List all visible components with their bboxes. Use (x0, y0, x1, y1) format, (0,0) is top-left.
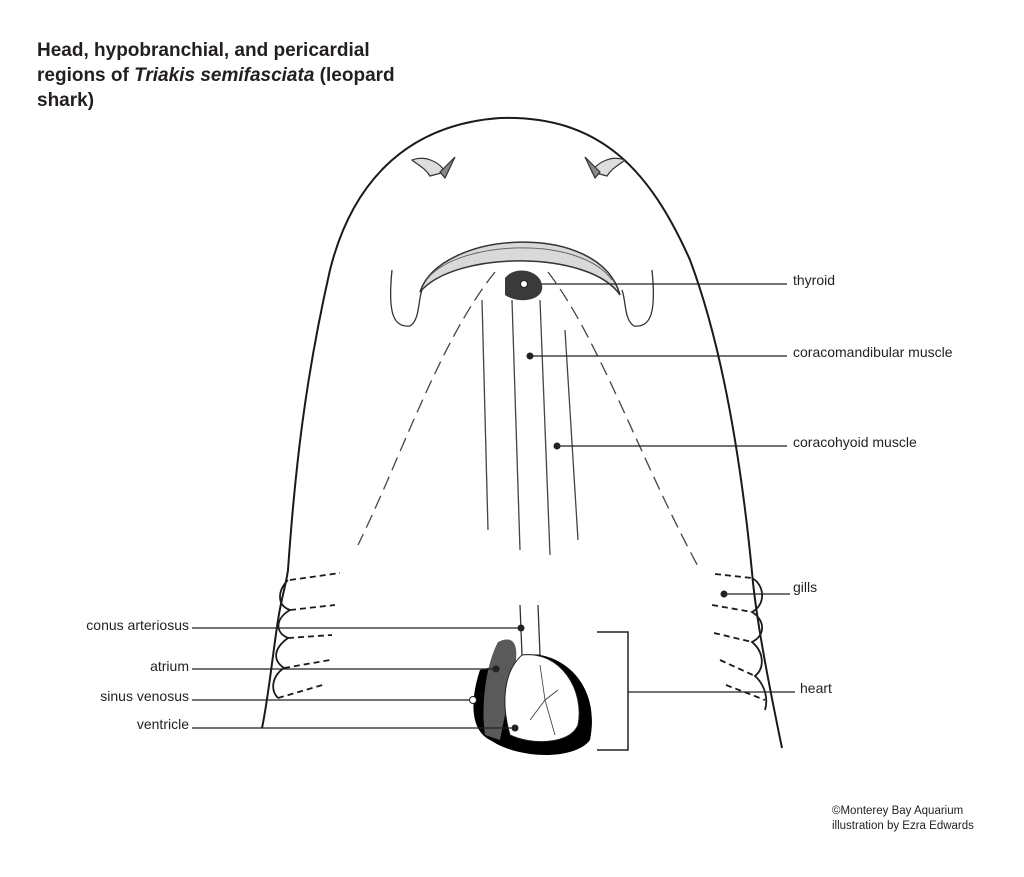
label-coracomandibular: coracomandibular muscle (793, 344, 953, 360)
illustrator: illustration by Ezra Edwards (832, 820, 974, 832)
label-thyroid: thyroid (793, 272, 835, 288)
diagram-title: Head, hypobranchial, and pericardial reg… (37, 38, 437, 113)
title-text: Head, hypobranchial, and pericardial reg… (37, 40, 370, 86)
label-coracohyoid: coracohyoid muscle (793, 434, 917, 450)
label-heart: heart (800, 680, 832, 696)
label-gills: gills (793, 579, 817, 595)
pointer-dots (469, 280, 728, 732)
jaw (389, 241, 655, 327)
credit: ©Monterey Bay Aquarium illustration by E… (832, 804, 974, 834)
copyright: ©Monterey Bay Aquarium (832, 805, 964, 817)
nostrils (410, 156, 627, 180)
leader-lines (192, 283, 795, 729)
heart (473, 604, 629, 755)
muscles (357, 271, 701, 571)
gills (272, 572, 768, 711)
label-conus-arteriosus: conus arteriosus (86, 617, 189, 633)
label-ventricle: ventricle (137, 716, 189, 732)
label-sinus-venosus: sinus venosus (100, 688, 189, 704)
label-atrium: atrium (150, 658, 189, 674)
species-name: Triakis semifasciata (134, 65, 315, 86)
heart-bracket (597, 631, 629, 751)
title-suffix: (leopard shark) (37, 65, 395, 111)
